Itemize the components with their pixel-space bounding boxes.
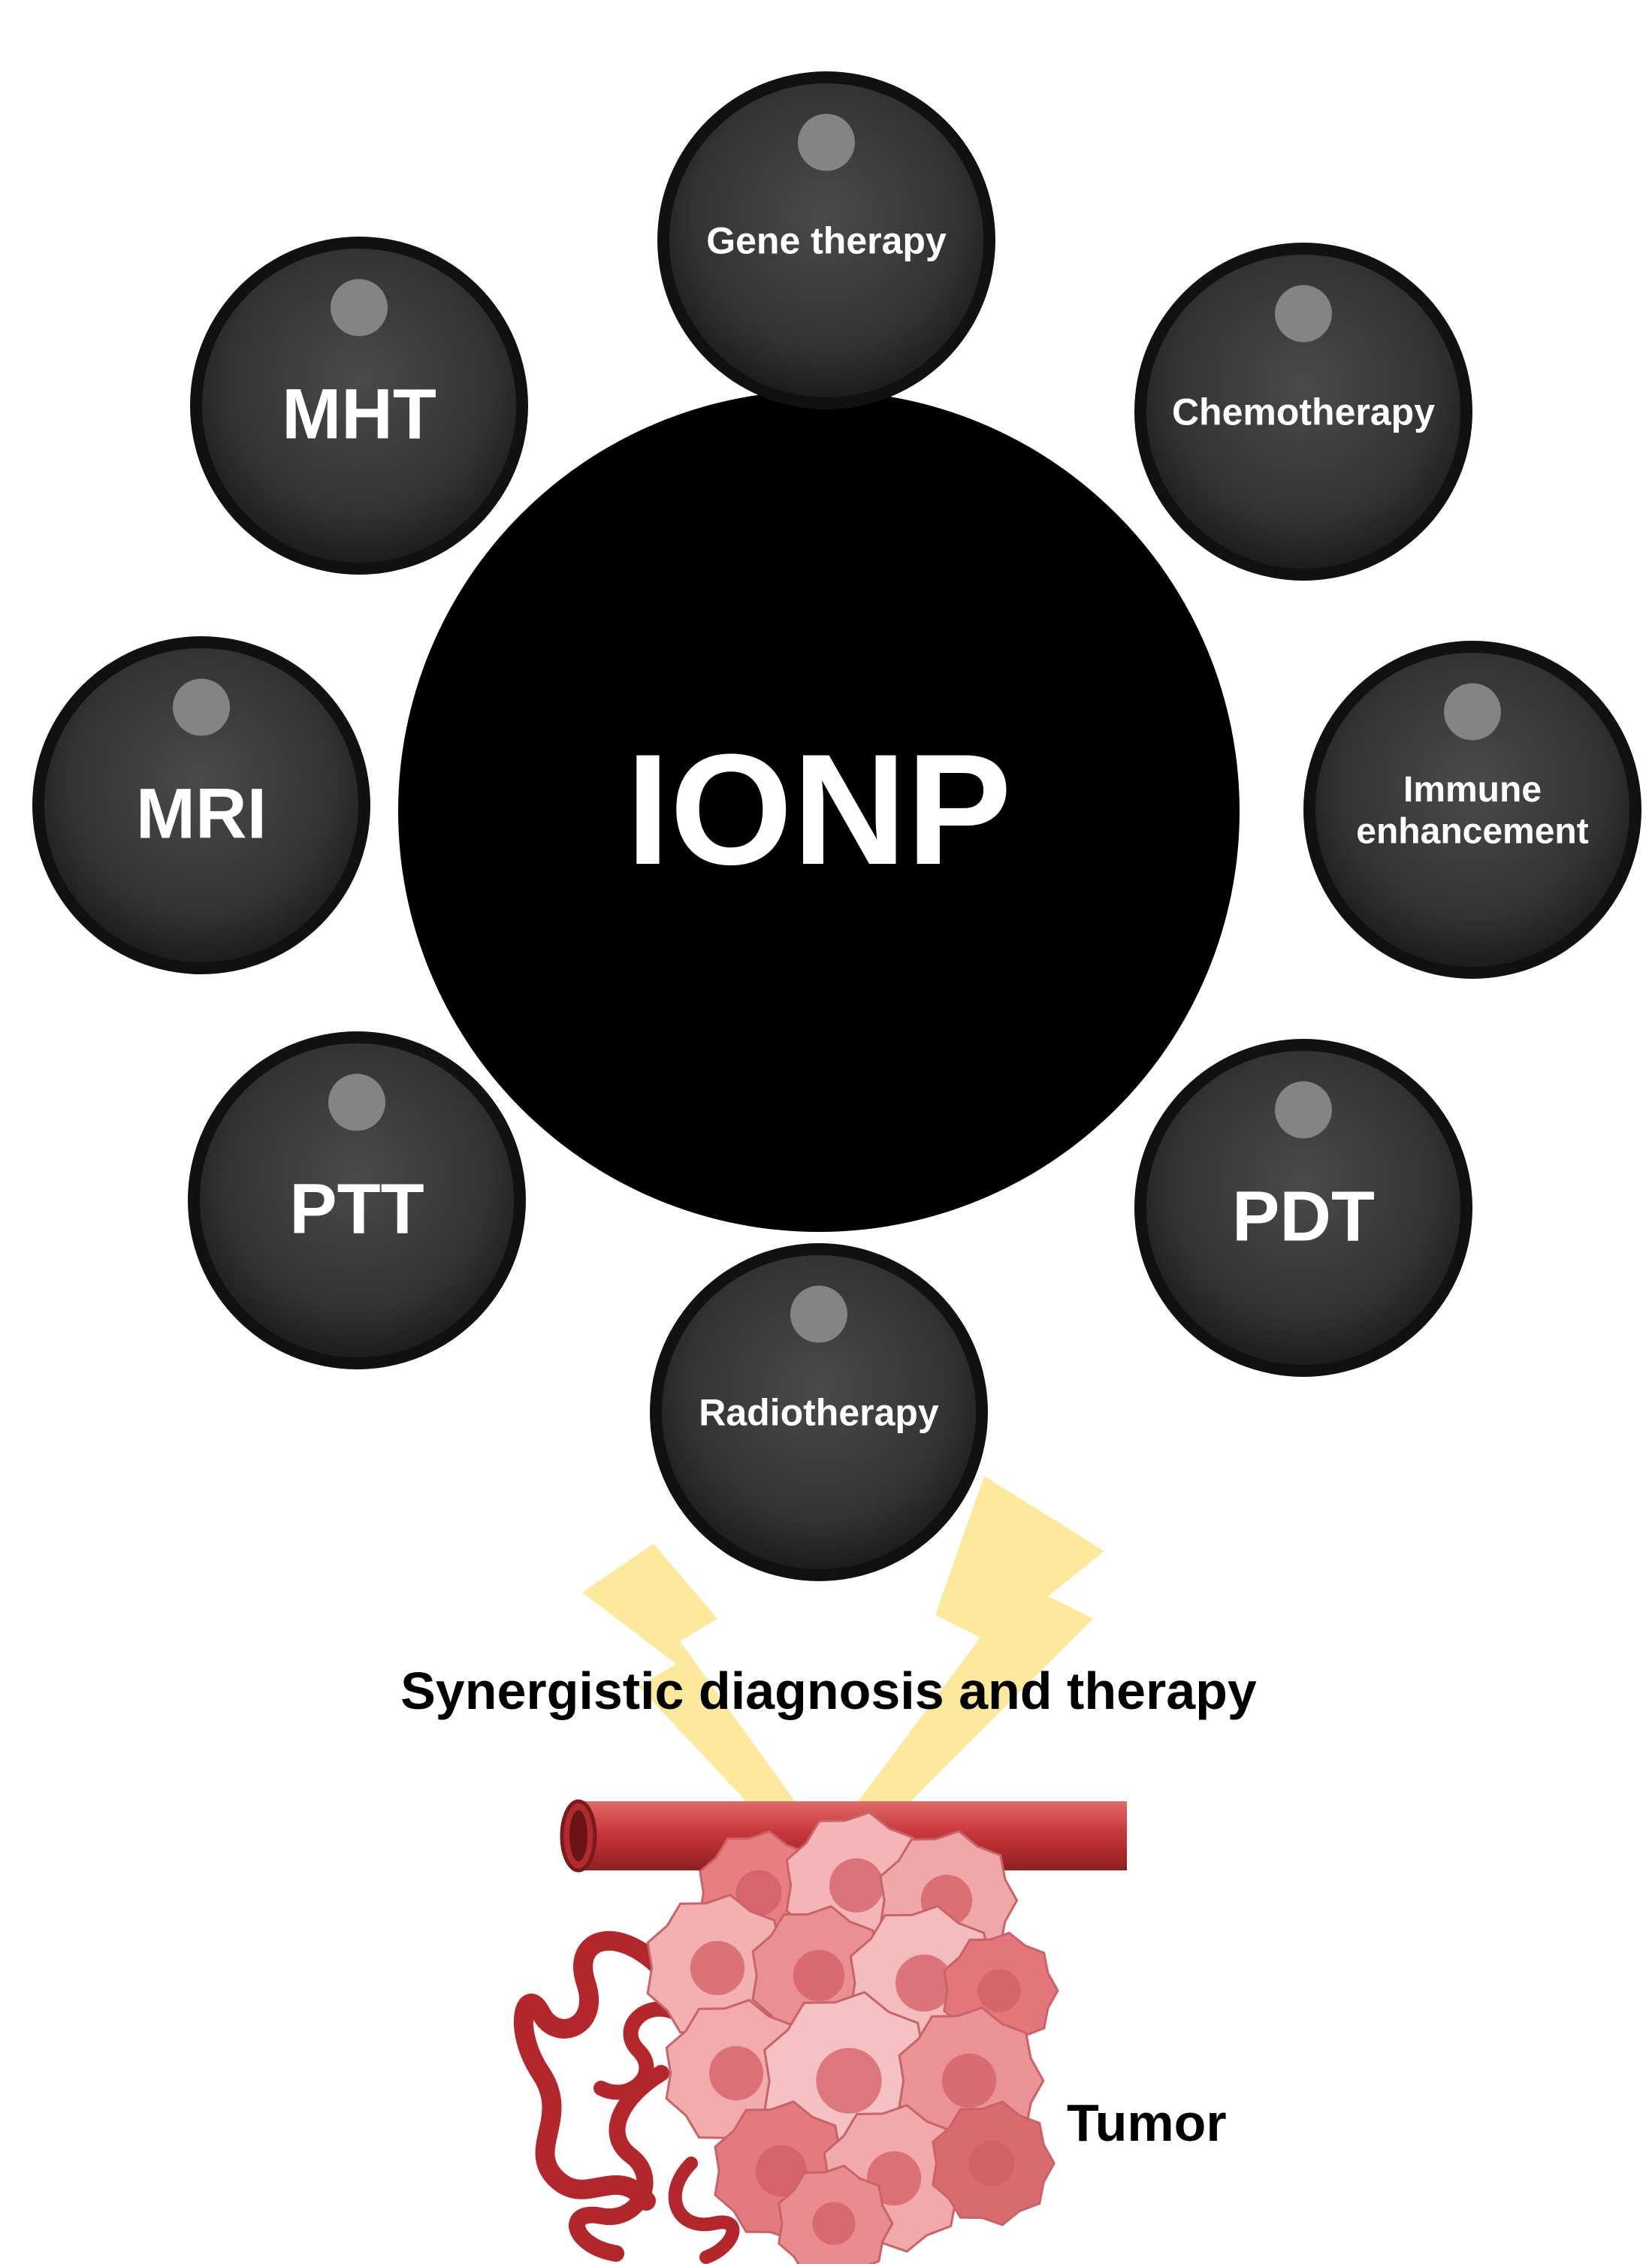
node-highlight	[173, 678, 230, 736]
ionp-circle	[398, 391, 1240, 1232]
node-highlight	[331, 279, 388, 337]
node-gene-therapy: Gene therapy	[657, 71, 995, 409]
node-body	[662, 1255, 976, 1569]
vessel-branch	[668, 2157, 740, 2264]
node-highlight	[798, 113, 855, 171]
node-radiotherapy: Radiotherapy	[650, 1243, 988, 1581]
vessel-branch	[569, 2065, 669, 2262]
node-chemotherapy: Chemotherapy	[1134, 243, 1472, 581]
node-label: enhancement	[1356, 811, 1588, 851]
tumor-cell	[778, 2164, 894, 2264]
vessel-branch	[513, 1930, 671, 2211]
node-label: PDT	[1232, 1176, 1375, 1256]
lightning-bolt-left	[582, 1544, 834, 1863]
node-highlight	[1275, 1081, 1332, 1139]
node-body	[669, 83, 983, 397]
node-mri: MRI	[32, 636, 370, 974]
node-label: MHT	[282, 374, 436, 454]
tumor-mass	[646, 1811, 1059, 2264]
node-pdt: PDT	[1134, 1039, 1472, 1377]
node-highlight	[1444, 683, 1501, 741]
node-body	[1146, 1051, 1460, 1365]
node-label: Immune	[1403, 770, 1542, 810]
node-label: Gene therapy	[706, 220, 947, 262]
node-ptt: PTT	[188, 1031, 526, 1369]
node-label: MRI	[136, 774, 267, 853]
node-label: Chemotherapy	[1172, 391, 1435, 433]
tumor-vasculature	[513, 1930, 740, 2264]
node-body	[44, 648, 358, 962]
node-mht: MHT	[190, 237, 528, 575]
node-body	[1146, 255, 1460, 569]
node-body	[202, 249, 516, 563]
node-body	[1315, 653, 1629, 967]
tumor-cell	[932, 2100, 1056, 2226]
treatment-nodes: Gene therapyChemotherapyImmuneenhancemen…	[32, 71, 1641, 1581]
lightning-bolt-right	[826, 1476, 1104, 1855]
vessel-branch	[593, 2001, 684, 2100]
node-label: PTT	[289, 1169, 424, 1248]
node-body	[200, 1043, 514, 1357]
node-highlight	[790, 1285, 847, 1343]
node-label: Radiotherapy	[699, 1392, 939, 1434]
tumor-label: Tumor	[1067, 2093, 1227, 2152]
node-highlight	[1275, 285, 1332, 343]
caption-text: Synergistic diagnosis and therapy	[400, 1662, 1257, 1720]
vessel-lumen	[569, 1810, 587, 1861]
node-highlight	[328, 1073, 385, 1131]
ionp-node: IONP	[398, 391, 1240, 1232]
lightning-bolts	[582, 1476, 1104, 1863]
ionp-label: IONP	[626, 721, 1011, 898]
